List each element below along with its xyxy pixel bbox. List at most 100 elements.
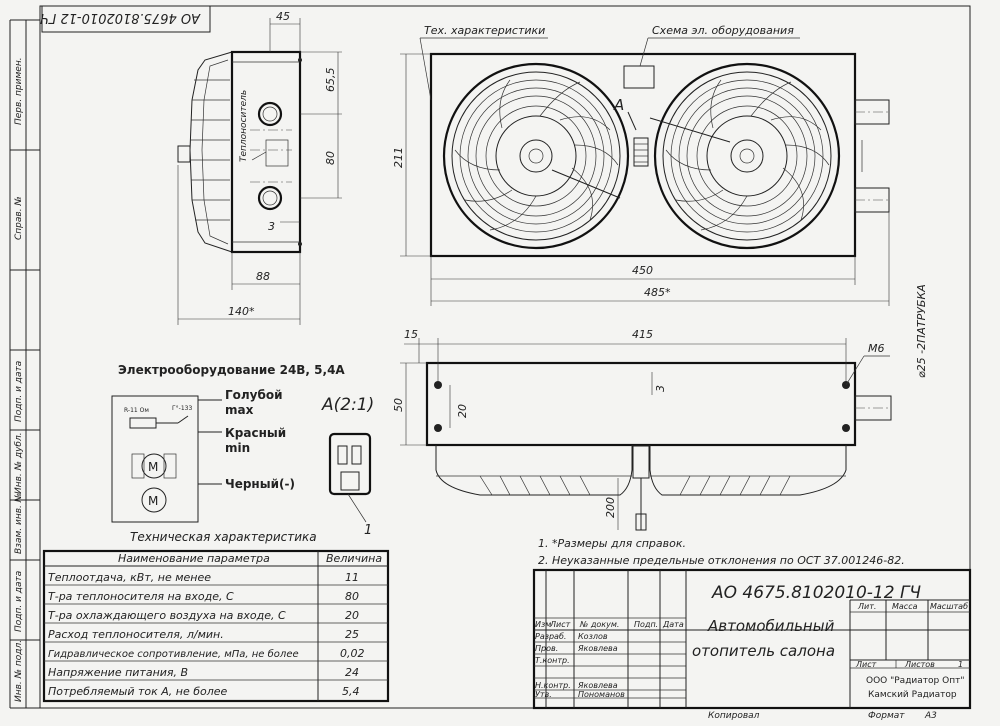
spec-row-2-param: Т-ра теплоносителя на входе, С [48, 590, 234, 603]
side-label-2: Справ. № [14, 196, 24, 240]
top-view: 15 415 50 20 3 200 М6 ⌀25 -2ПАТРУБКА [392, 284, 928, 531]
dim-80: 80 [324, 151, 337, 165]
tb-listov: Листов [904, 660, 935, 669]
tb-prov-name: Яковлева [577, 644, 618, 653]
spec-row-6-param: Напряжение питания, В [48, 666, 188, 679]
dim-65-5: 65,5 [324, 68, 337, 93]
spec-row-3-value: 20 [345, 609, 359, 622]
tb-list: Лист [855, 660, 877, 669]
side-label-4: Инв. № дубл. [14, 432, 24, 494]
dim-415: 415 [632, 328, 653, 341]
resistor-label: R-11 Ом [124, 407, 149, 414]
spec-row-1-value: 11 [345, 571, 359, 584]
detail-a: А(2:1) 1 [321, 395, 374, 538]
dim-15: 15 [404, 328, 418, 341]
dim-140: 140* [228, 305, 255, 318]
heat-carrier-label: Теплоноситель [239, 90, 249, 162]
thermo-label: Г°-133 [172, 405, 192, 412]
tb-listov-val: 1 [958, 660, 963, 669]
wire-red: Красный [225, 426, 286, 440]
note-1: 1. *Размеры для справок. [538, 537, 686, 550]
tb-company-1: ООО "Радиатор Опт" [866, 676, 964, 686]
tb-lit: Лит. [857, 602, 876, 611]
dim-200: 200 [604, 497, 617, 518]
tb-name-line2: отопитель салона [692, 642, 835, 660]
wire-blue: Голубой [225, 388, 283, 402]
tb-doc-number: АО 4675.8102010-12 ГЧ [711, 583, 921, 603]
motor-2-symbol: M [148, 494, 158, 508]
fan-left [442, 62, 630, 250]
dim-3-top: 3 [654, 385, 667, 392]
spec-row-7-param: Потребляемый ток А, не более [48, 685, 228, 698]
dim-50: 50 [392, 398, 405, 412]
dim-485: 485* [644, 286, 671, 299]
electrical-title: Электрооборудование 24В, 5,4А [118, 363, 345, 377]
spec-row-7-value: 5,4 [342, 685, 360, 698]
spec-header-value: Величина [326, 552, 382, 565]
tb-tkontr: Т.контр. [535, 656, 570, 665]
spec-table-title: Техническая характеристика [130, 530, 317, 544]
tb-col-data: Дата [662, 620, 684, 629]
side-label-5: Взам. инв. № [14, 493, 24, 554]
detail-a-title: А(2:1) [321, 395, 374, 415]
spec-row-5-value: 0,02 [340, 647, 365, 660]
side-label-1: Перв. примен. [14, 57, 24, 125]
tb-copy: Копировал [708, 711, 760, 721]
wire-max: max [225, 403, 254, 417]
notes: 1. *Размеры для справок. 2. Неуказанные … [538, 537, 905, 567]
tb-razrab: Разраб. [535, 632, 566, 641]
scheme-label: Схема эл. оборудования [652, 24, 794, 37]
note-2: 2. Неуказанные предельные отклонения по … [538, 554, 905, 567]
title-block: Изм Лист № докум. Подп. Дата Разраб. Коз… [532, 568, 972, 721]
dim-45: 45 [276, 10, 290, 23]
dim-211: 211 [392, 147, 405, 168]
tb-utv: Утв. [535, 690, 552, 699]
spec-row-1-param: Теплоотдача, кВт, не менее [48, 571, 211, 584]
spec-row-4-value: 25 [345, 628, 359, 641]
spec-row-2-value: 80 [345, 590, 359, 603]
spec-row-5-param: Гидравлическое сопротивление, мПа, не бо… [48, 648, 299, 660]
tb-col-podp: Подп. [634, 620, 658, 629]
motor-1-symbol: M [148, 460, 158, 474]
side-label-6: Подп. и дата [14, 571, 24, 632]
side-strip: Перв. примен. Справ. № Подп. и дата Инв.… [9, 19, 40, 709]
tb-format: Формат [868, 711, 905, 721]
dim-450: 450 [632, 264, 653, 277]
tb-name-line1: Автомобильный [707, 617, 835, 635]
electrical-schematic: Электрооборудование 24В, 5,4А R-11 Ом Г°… [111, 363, 345, 523]
tb-masshtab: Масштаб [930, 602, 968, 611]
position-1: 1 [364, 523, 372, 538]
tb-nkontr: Н.контр. [535, 681, 571, 690]
tb-nkontr-name: Яковлева [577, 681, 618, 690]
spec-row-6-value: 24 [345, 666, 359, 679]
tb-massa: Масса [892, 602, 918, 611]
m6-label: М6 [868, 342, 885, 355]
tb-col-ndoc: № докум. [579, 620, 619, 629]
tb-razrab-name: Козлов [578, 632, 608, 641]
front-view: А Тех. характеристики Схема эл. оборудов… [392, 24, 890, 306]
fan-right [649, 62, 841, 250]
spec-header-param: Наименование параметра [118, 552, 270, 565]
dim-20: 20 [456, 404, 469, 418]
dim-88: 88 [256, 270, 270, 283]
top-stamp-text: АО 4675.8102010-12 ГЧ [40, 10, 201, 25]
top-stamp: АО 4675.8102010-12 ГЧ [40, 5, 211, 33]
tech-char-label: Тех. характеристики [424, 24, 545, 37]
side-view: Теплоноситель 45 65,5 80 3 88 140* [177, 10, 342, 325]
tb-prov: Пров. [535, 644, 558, 653]
tb-col-izm: Изм [535, 620, 551, 629]
side-label-7: Инв. № подл. [14, 640, 24, 702]
wire-min: min [225, 441, 250, 455]
side-label-3: Подп. и дата [14, 361, 24, 422]
tb-utv-name: Пономанов [578, 690, 625, 699]
detail-a-marker: А [613, 96, 624, 114]
sheet-border [39, 5, 971, 709]
spec-row-3-param: Т-ра охлаждающего воздуха на входе, С [48, 609, 286, 622]
dim-3-side: 3 [268, 220, 275, 233]
spec-row-4-param: Расход теплоносителя, л/мин. [48, 628, 224, 641]
pipe-label: ⌀25 -2ПАТРУБКА [915, 284, 928, 378]
tb-format-val: А3 [924, 711, 937, 721]
tb-col-list: Лист [549, 620, 571, 629]
tb-company-2: Камский Радиатор [868, 690, 957, 700]
